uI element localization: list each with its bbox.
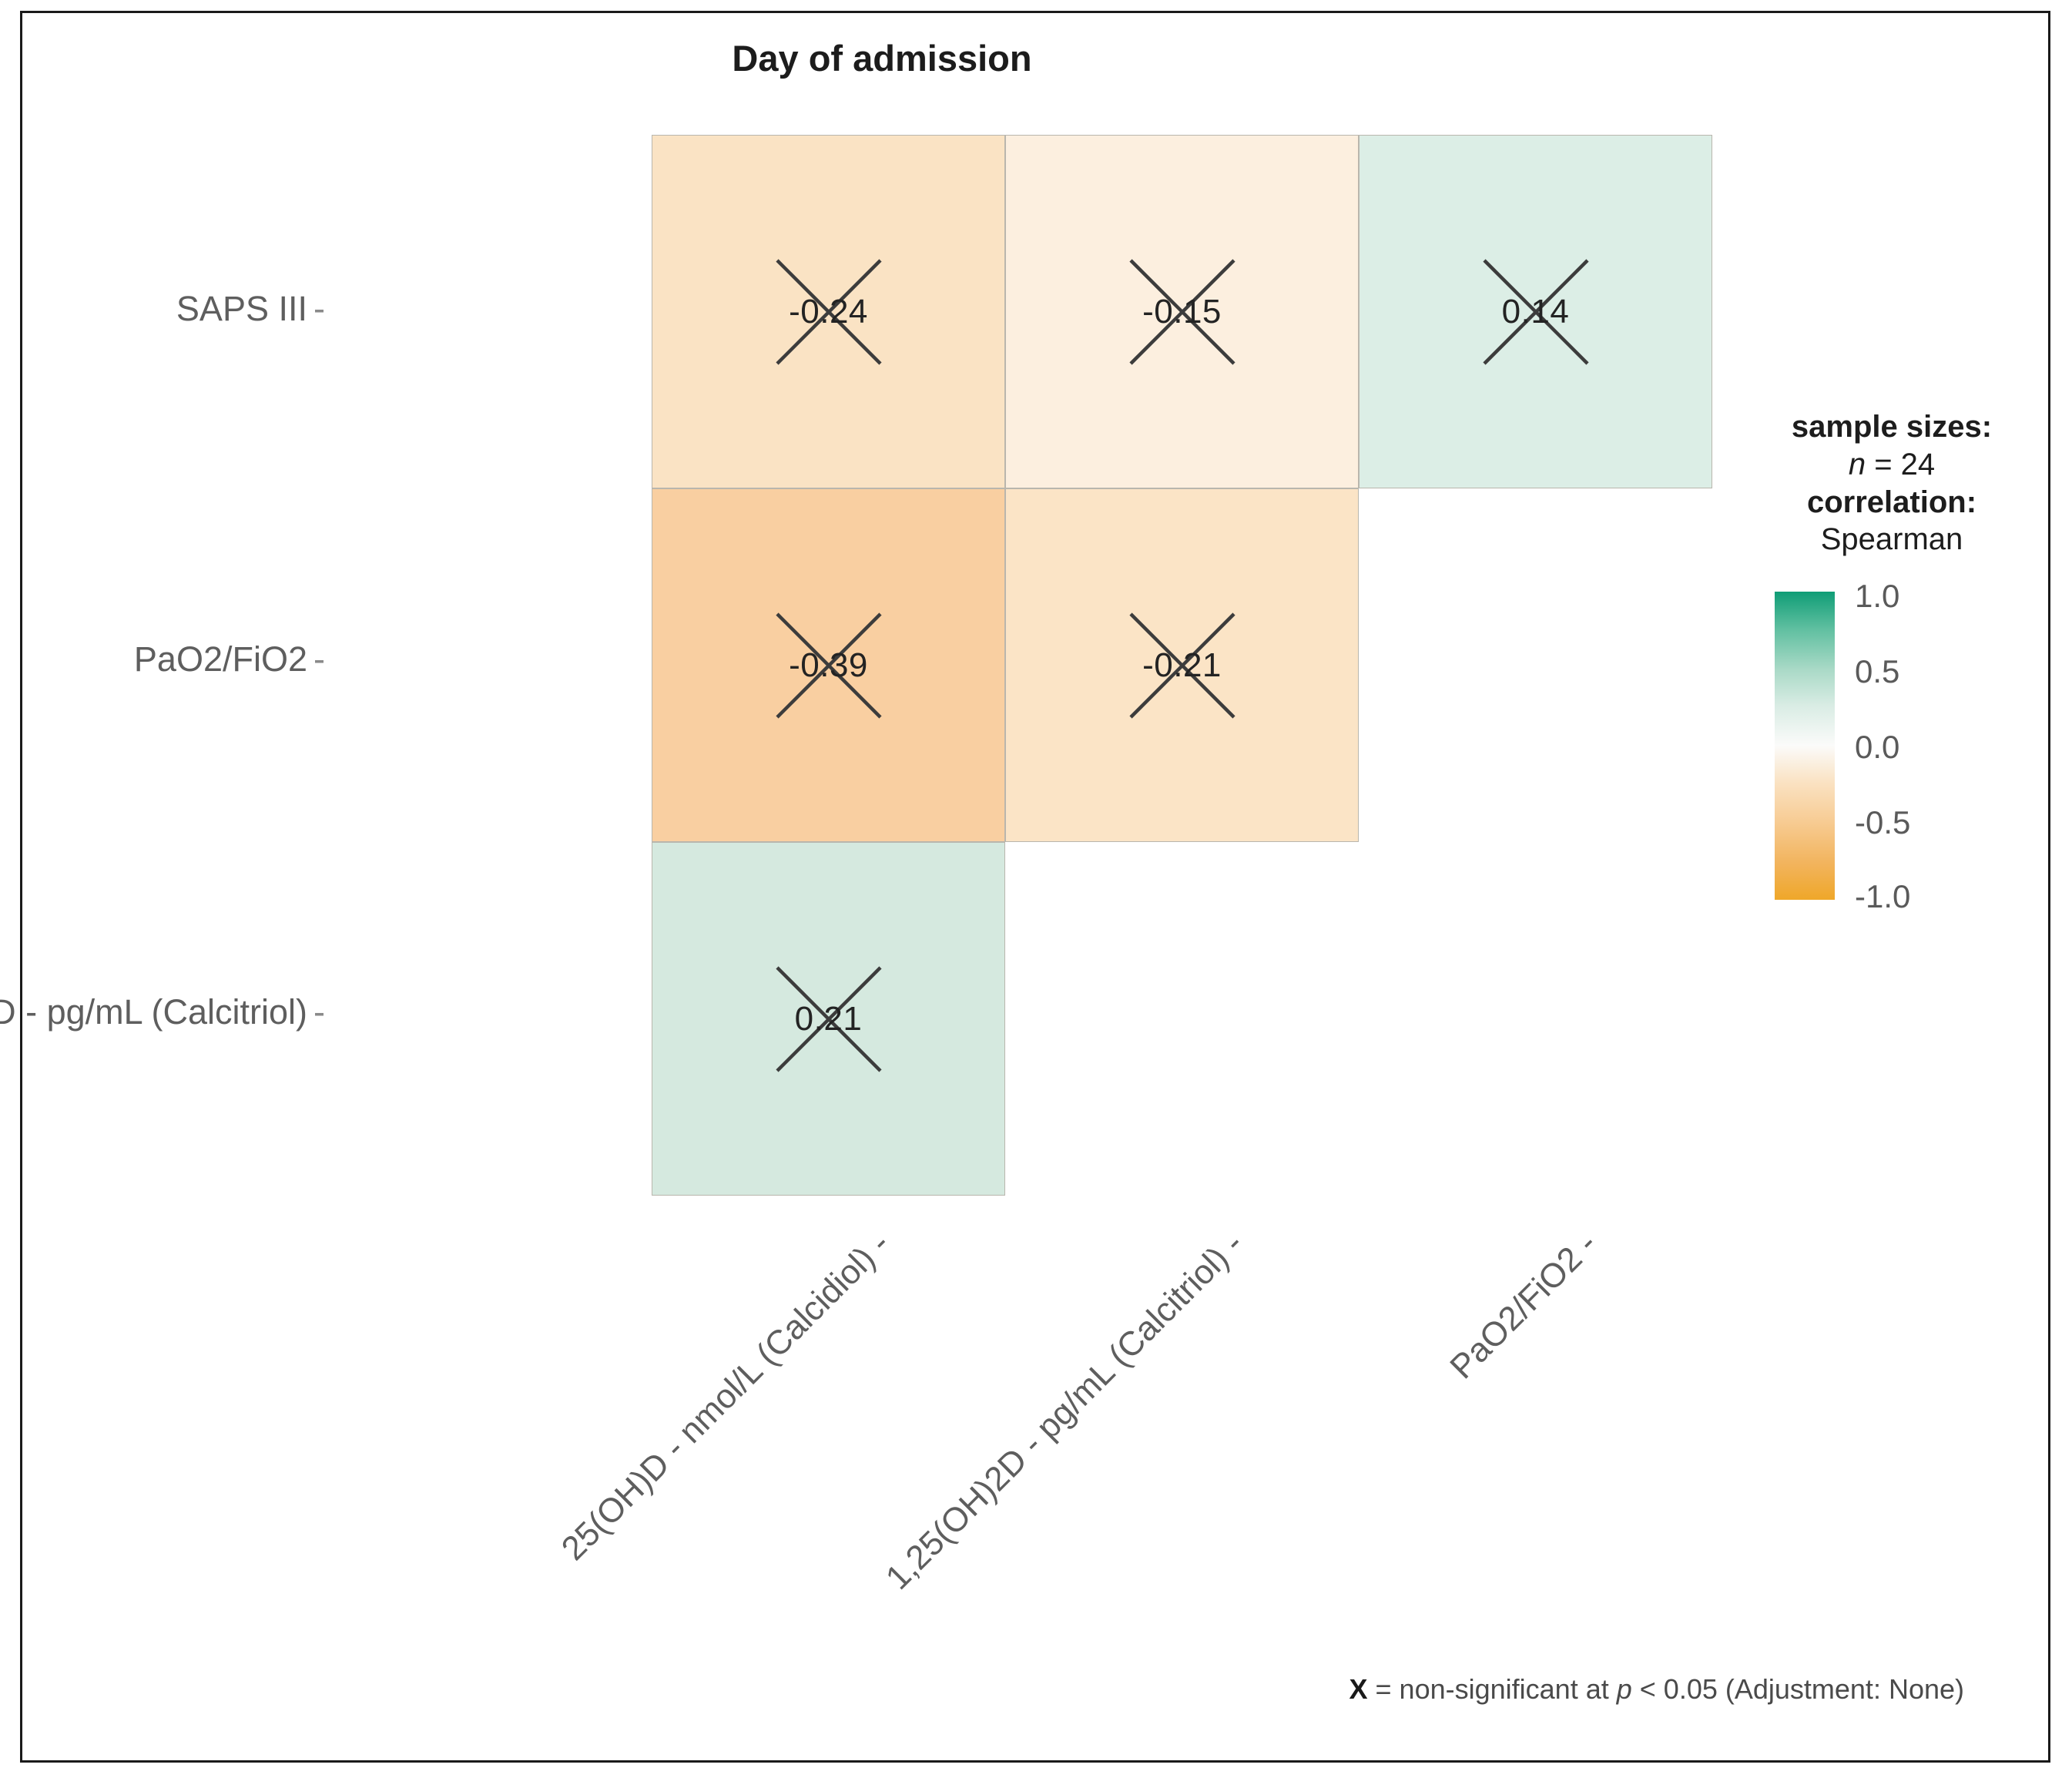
heatmap-cell[interactable]: -0.39: [652, 488, 1005, 842]
cell-value: 0.14: [1501, 292, 1570, 330]
legend-n-value: = 24: [1866, 447, 1936, 481]
colorbar-gradient: [1775, 592, 1835, 900]
caption-text-1: = non-significant at: [1367, 1673, 1617, 1705]
heatmap-cell[interactable]: -0.15: [1005, 135, 1359, 488]
colorbar-tick: 0.0: [1855, 729, 1900, 765]
heatmap-cell[interactable]: 0.14: [1359, 135, 1712, 488]
y-axis-label-text: SAPS III: [176, 289, 307, 328]
y-axis-label-text: 1,25(OH)2D - pg/mL (Calcitriol): [0, 992, 307, 1032]
cell-value: -0.21: [1142, 646, 1222, 684]
y-axis-label-saps-iii: SAPS III-: [176, 289, 325, 329]
cell-value: -0.24: [789, 292, 868, 330]
page-title: Day of admission: [732, 38, 1032, 79]
cell-value: -0.15: [1142, 292, 1222, 330]
heatmap-cell[interactable]: 0.21: [652, 842, 1005, 1196]
colorbar-tick: -0.5: [1855, 804, 1911, 840]
heatmap-cell[interactable]: -0.21: [1005, 488, 1359, 842]
significance-caption: X = non-significant at p < 0.05 (Adjustm…: [0, 1673, 1964, 1706]
heatmap-cell[interactable]: -0.24: [652, 135, 1005, 488]
y-axis-label-text: PaO2/FiO2: [133, 639, 307, 679]
colorbar: 1.0 0.5 0.0 -0.5 -1.0: [1775, 578, 2029, 915]
colorbar-tick: -1.0: [1855, 878, 1911, 914]
cell-value: 0.21: [794, 999, 863, 1038]
y-axis-label-pao2-fio2: PaO2/FiO2-: [134, 639, 325, 679]
y-axis-label-calcitriol: 1,25(OH)2D - pg/mL (Calcitriol)-: [0, 992, 325, 1032]
legend-correlation-method: Spearman: [1820, 522, 1963, 557]
legend-n-symbol: n: [1848, 447, 1866, 481]
legend-sample-size-value: n = 24: [1753, 446, 2030, 484]
y-tick-dash: -: [313, 992, 325, 1032]
cell-value: -0.39: [789, 646, 868, 684]
y-tick-dash: -: [313, 289, 325, 328]
y-tick-dash: -: [313, 639, 325, 679]
caption-p-symbol: p: [1616, 1673, 1632, 1705]
legend-sample-sizes-label: sample sizes:: [1791, 410, 1993, 444]
caption-x-symbol: X: [1349, 1673, 1368, 1705]
caption-text-2: < 0.05 (Adjustment: None): [1631, 1673, 1964, 1705]
legend: sample sizes: n = 24 correlation: Spearm…: [1753, 408, 2030, 559]
colorbar-tick: 1.0: [1855, 578, 1900, 614]
colorbar-tick: 0.5: [1855, 653, 1900, 689]
legend-correlation-label: correlation:: [1806, 485, 1977, 519]
